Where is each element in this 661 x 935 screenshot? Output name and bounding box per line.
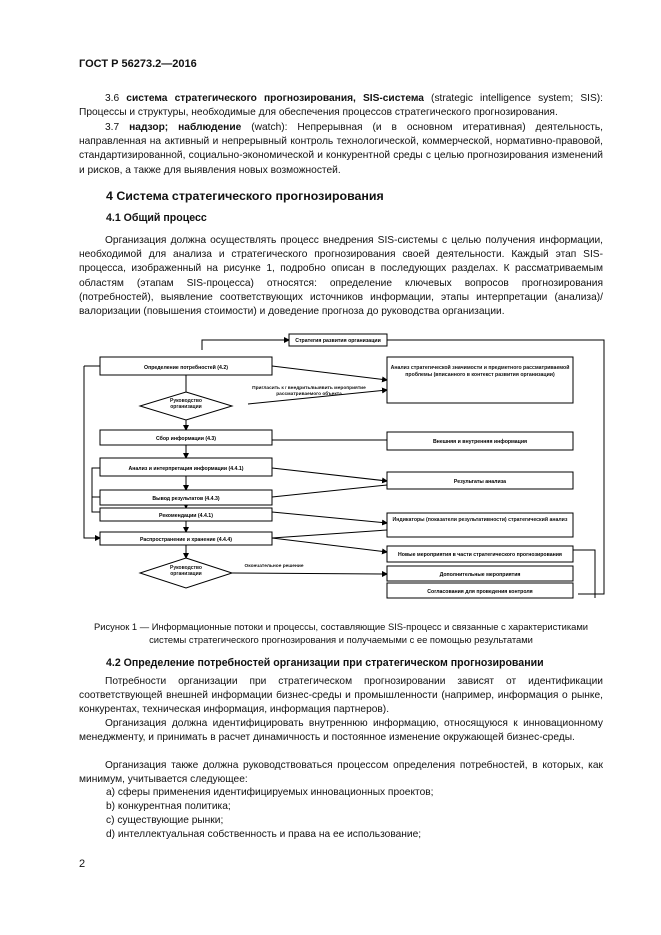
def-term: надзор; наблюдение [129,122,242,133]
diamond-management-2: Руководство организации [169,565,202,577]
def-num: 3.6 [105,93,127,104]
box-significance: Анализ стратегической значимости и предм… [390,365,570,378]
list-item: b) конкурентная политика; [106,801,231,812]
section-4-2-paragraph-2: Организация должна идентифицировать внут… [79,718,603,744]
list-item: a) сферы применения идентифицируемых инн… [106,787,434,798]
document-header: ГОСТ Р 56273.2—2016 [79,58,197,70]
box-additional: Дополнительные мероприятия [440,572,521,578]
def-text: (watch): Непрерывная (и в основном итера… [79,122,603,176]
def-text: (strategic intelligence system; SIS): Пр… [79,93,603,119]
def-term: система стратегического прогнозирования,… [126,93,424,104]
section-4-title: 4 Система стратегического прогнозировани… [106,189,384,203]
section-4-1-paragraph: Организация должна осуществлять процесс … [79,235,603,318]
label-final-decision: Окончательное решение [244,564,304,569]
section-4-1-title: 4.1 Общий процесс [106,212,207,224]
box-needs: Определение потребностей (4.2) [144,364,228,371]
diamond-management-1: Руководство организации [169,398,202,410]
box-analysis: Анализ и интерпретация информации (4.4.1… [129,465,244,472]
definition-3-7: 3.7 надзор; наблюдение (watch): Непрерыв… [79,121,603,178]
box-distribution: Распространение и хранение (4.4.4) [140,537,232,543]
box-new-measures: Новые мероприятия в части стратегическог… [398,552,562,558]
label-invite: Пригласить к / внедрить/выявить мероприя… [252,386,366,397]
page-number: 2 [79,858,86,870]
box-collection: Сбор информации (4.3) [156,435,216,442]
definition-3-6: 3.6 система стратегического прогнозирова… [79,92,603,120]
figure-caption: Рисунок 1 — Информационные потоки и проц… [93,621,589,645]
section-4-2-paragraph-3: Организация также должна руководствовать… [79,760,603,786]
section-4-2-title: 4.2 Определение потребностей организации… [106,657,544,669]
box-results: Вывод результатов (4.4.3) [152,496,219,502]
box-analysis-results: Результаты анализа [454,479,506,485]
def-num: 3.7 [105,122,130,133]
box-strategy: Стратегия развития организации [295,338,381,344]
box-info: Внешняя и внутренняя информация [433,438,527,445]
section-4-2-paragraph-1: Потребности организации при стратегическ… [79,676,603,716]
box-recommendations: Рекомендации (4.4.1) [159,513,213,519]
list-item: c) существующие рынки; [106,815,224,826]
box-approvals: Согласования для проведения контроля [427,589,532,595]
box-indicators: Индикаторы (показатели результативности)… [392,517,568,523]
list-item: d) интеллектуальная собственность и прав… [106,829,422,840]
